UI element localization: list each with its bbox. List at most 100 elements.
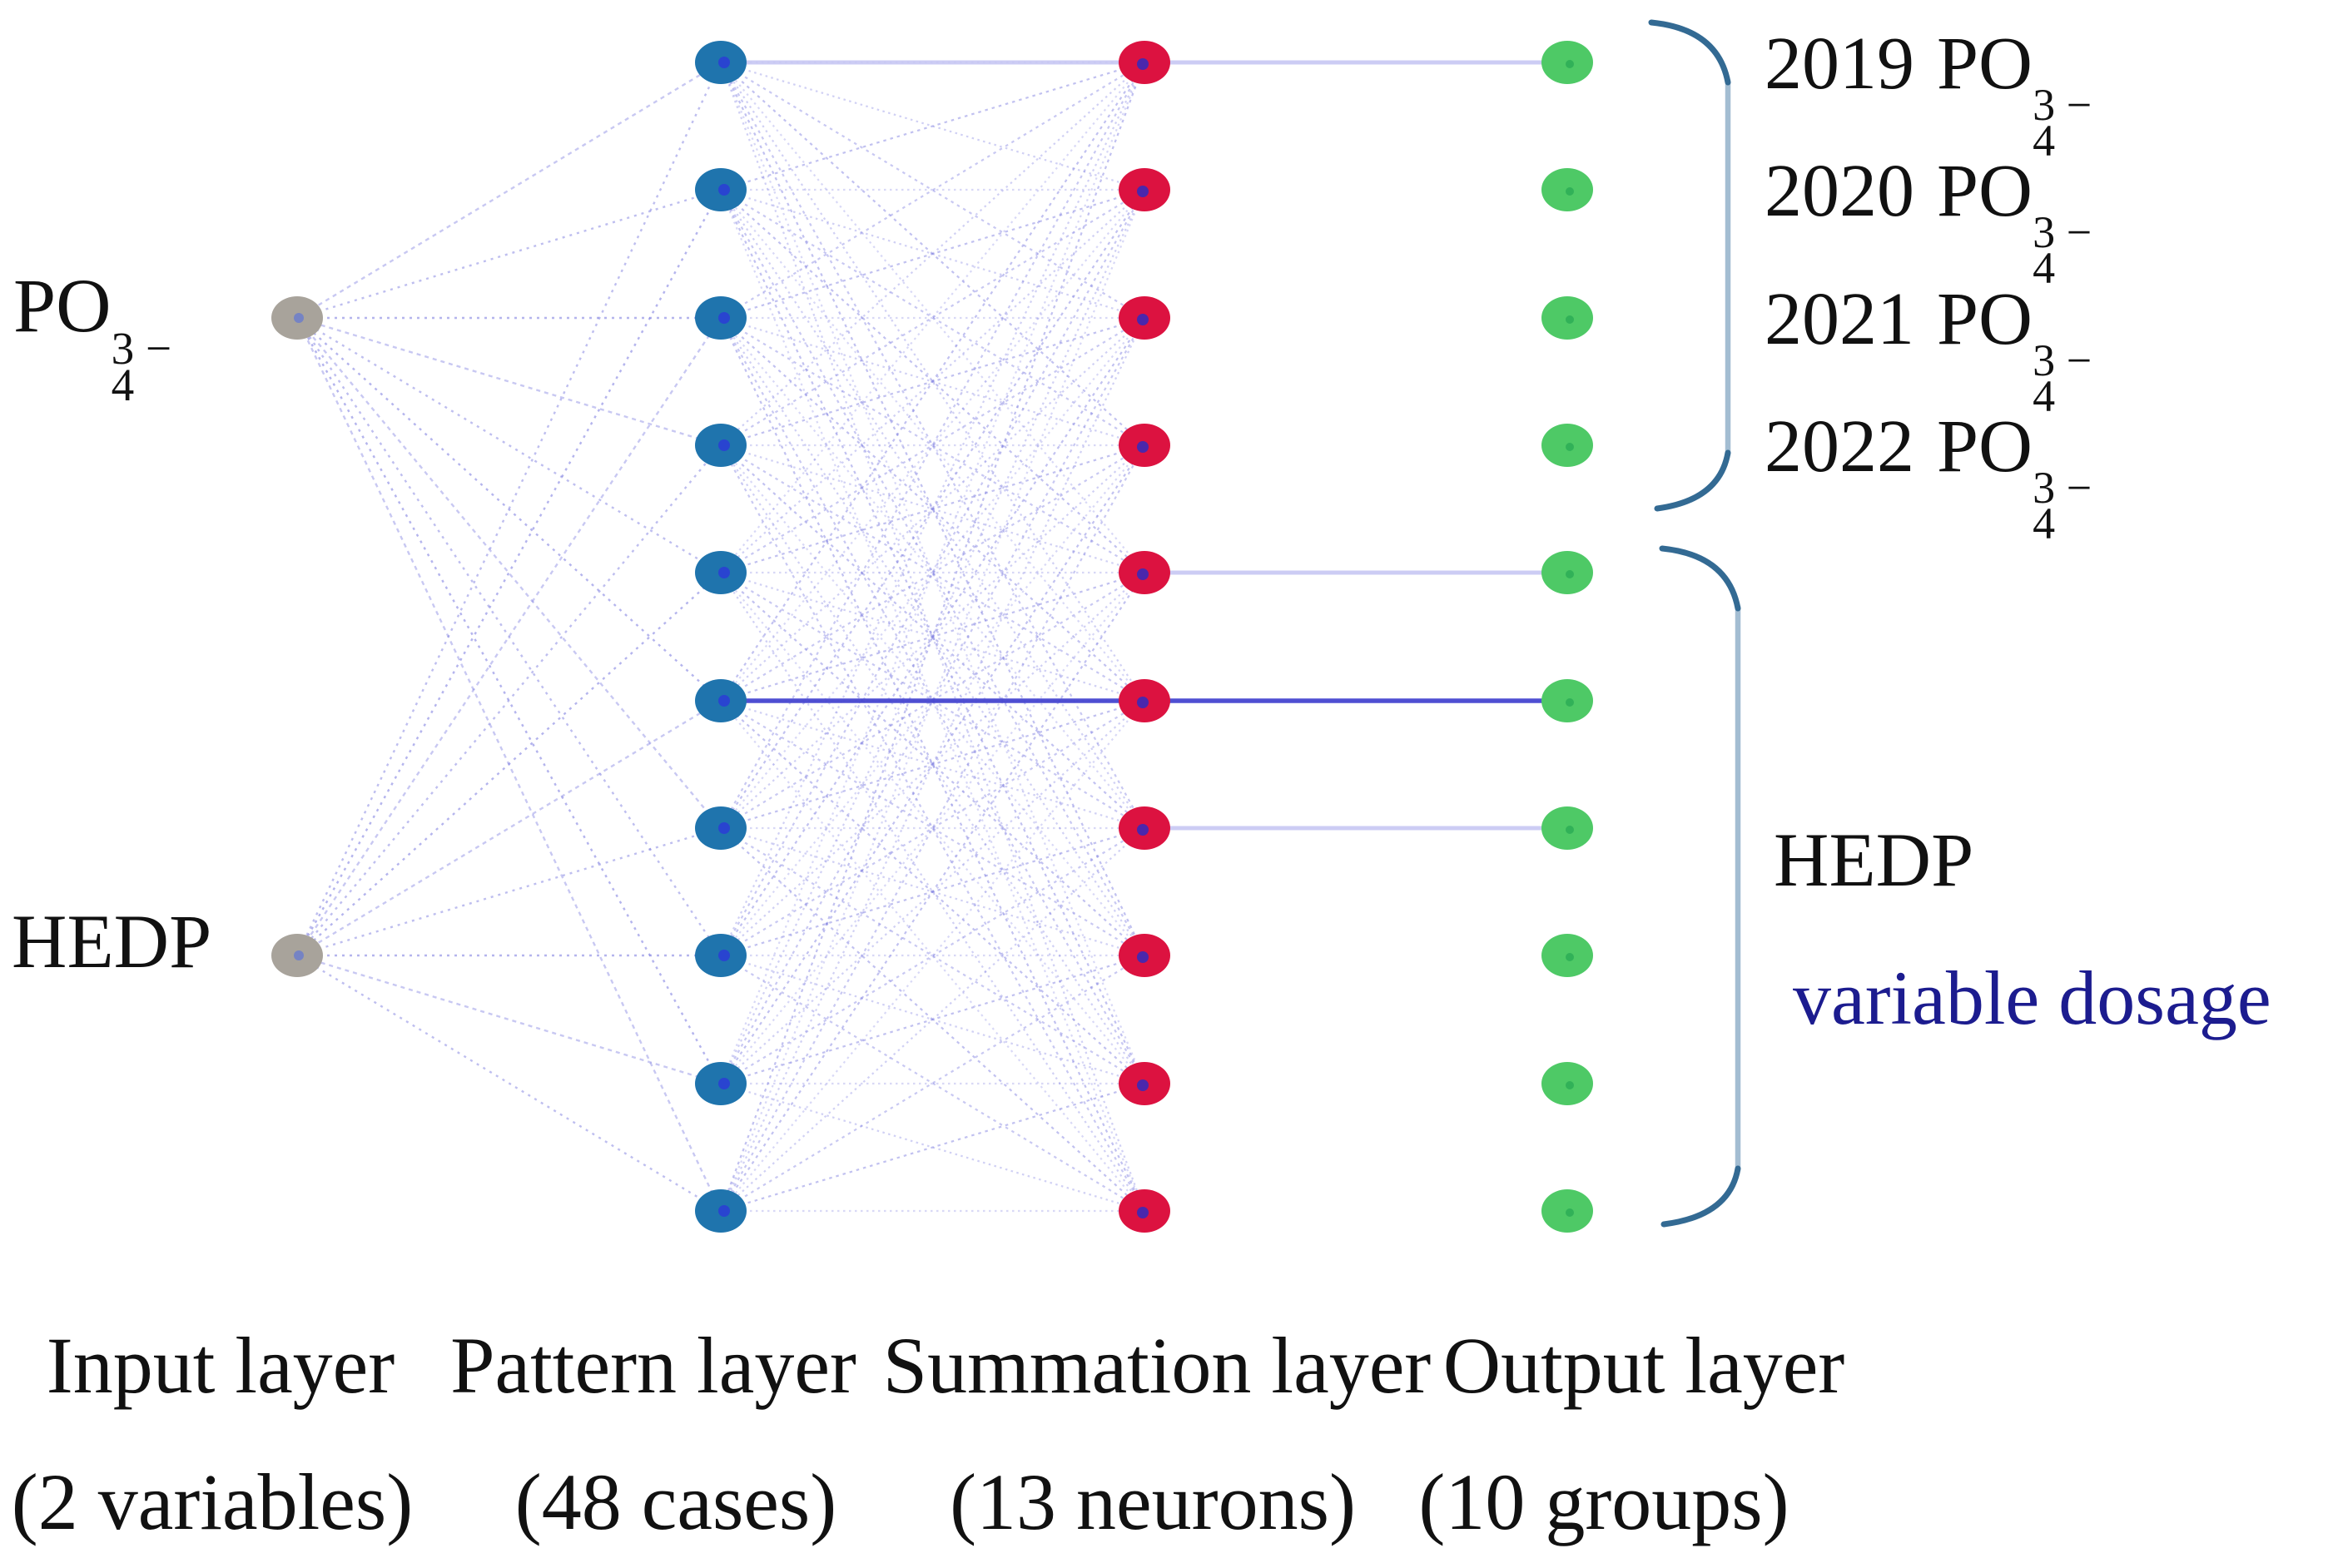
output-node-2-dot xyxy=(1566,187,1574,196)
pattern-summation-line xyxy=(720,189,1145,956)
pattern-summation-line xyxy=(720,62,1145,956)
pattern-summation-line xyxy=(720,61,1145,191)
pattern-summation-line xyxy=(720,571,1145,702)
pattern-summation-line xyxy=(720,572,1145,829)
output-node-3-dot xyxy=(1566,315,1574,324)
pattern-summation-line xyxy=(720,1082,1145,1213)
pattern-summation-line xyxy=(720,188,1145,320)
pattern-summation-line xyxy=(720,317,1145,956)
summation-node-5-dot xyxy=(1137,568,1149,580)
pattern-summation-line xyxy=(720,954,1145,1085)
pattern-node-6-dot xyxy=(718,695,730,707)
output-node-1-dot xyxy=(1566,60,1574,68)
input-pattern-line xyxy=(296,572,722,956)
pattern-summation-line xyxy=(720,62,1145,956)
year-text: 2022 xyxy=(1765,405,1914,488)
pattern-summation-line xyxy=(720,699,1145,830)
pattern-summation-line xyxy=(720,189,1145,573)
summation-node-10-dot xyxy=(1137,1207,1149,1218)
summation-node-1-dot xyxy=(1137,58,1149,70)
year-text: 2021 xyxy=(1765,278,1914,360)
caption-input-layer: Input layer xyxy=(46,1321,395,1410)
pattern-summation-line xyxy=(720,444,1145,1212)
pattern-node-4-dot xyxy=(718,439,730,451)
pattern-summation-line xyxy=(720,189,1145,956)
summation-node-3-dot xyxy=(1137,314,1149,325)
output-label-variable-dosage: variable dosage xyxy=(1793,955,2271,1040)
bracket-hedp-group-bottom-hook xyxy=(1660,1165,1741,1228)
bracket-hedp-group-top-hook xyxy=(1659,545,1741,612)
pattern-summation-line xyxy=(720,826,1145,957)
pattern-summation-line xyxy=(720,62,1145,829)
input-pattern-line xyxy=(296,61,722,320)
pattern-summation-line xyxy=(720,189,1145,1084)
pattern-summation-line xyxy=(719,62,1146,1212)
output-node-10-dot xyxy=(1566,1208,1574,1217)
pattern-node-5-dot xyxy=(718,567,730,578)
pattern-summation-line xyxy=(720,444,1145,702)
pattern-summation-line xyxy=(720,317,1145,573)
pattern-summation-line xyxy=(720,954,1145,1085)
pattern-summation-line xyxy=(720,444,1145,574)
year-text: 2020 xyxy=(1765,150,1914,232)
pattern-summation-line xyxy=(719,62,1146,1084)
pattern-summation-line xyxy=(720,189,1145,573)
pattern-summation-line xyxy=(720,316,1145,447)
caption-pattern-detail: (48 cases) xyxy=(514,1457,837,1546)
pattern-summation-line xyxy=(719,62,1146,1084)
pattern-node-8-dot xyxy=(718,950,730,961)
summation-node-2-dot xyxy=(1137,186,1149,197)
pattern-summation-line xyxy=(720,700,1145,1084)
input-pattern-line xyxy=(296,954,722,1213)
input-node-2-dot xyxy=(294,950,304,960)
pattern-summation-line xyxy=(720,827,1145,1212)
input-pattern-line xyxy=(296,954,722,1085)
caption-summation-detail: (13 neurons) xyxy=(950,1457,1356,1546)
input-pattern-line xyxy=(296,699,722,957)
pattern-summation-line xyxy=(720,572,1145,956)
bracket-po4-group-top-hook xyxy=(1648,19,1731,86)
pattern-summation-line xyxy=(720,62,1145,319)
year-text: 2019 xyxy=(1765,22,1914,105)
pattern-summation-line xyxy=(720,700,1145,956)
summation-node-9-dot xyxy=(1137,1079,1149,1091)
pattern-summation-line xyxy=(720,317,1145,1084)
pattern-summation-line xyxy=(720,317,1145,1084)
pattern-node-3-dot xyxy=(718,312,730,324)
input-label-hedp: HEDP xyxy=(12,899,212,984)
pattern-summation-line xyxy=(720,444,1145,574)
output-node-8-dot xyxy=(1566,953,1574,961)
caption-input-detail: (2 variables) xyxy=(11,1457,414,1546)
pattern-node-2-dot xyxy=(718,184,730,196)
pattern-summation-line xyxy=(720,189,1145,446)
pattern-summation-line xyxy=(720,61,1145,191)
input-pattern-line xyxy=(296,317,722,956)
input-pattern-line xyxy=(296,316,722,447)
output-node-7-dot xyxy=(1566,826,1574,834)
output-label-hedp: HEDP xyxy=(1774,817,1974,902)
pattern-summation-line xyxy=(720,317,1145,573)
pattern-node-7-dot xyxy=(718,822,730,834)
pattern-summation-line xyxy=(720,955,1145,1212)
bracket-po4-group-bottom-hook xyxy=(1654,449,1731,512)
pattern-summation-line xyxy=(720,444,1145,1212)
input-pattern-line xyxy=(296,317,722,829)
pattern-summation-line xyxy=(720,444,1145,829)
pattern-summation-line xyxy=(720,572,1145,956)
pattern-node-9-dot xyxy=(718,1078,730,1089)
pattern-summation-line xyxy=(720,827,1145,1212)
pattern-summation-line xyxy=(720,1082,1145,1213)
pattern-summation-line xyxy=(720,827,1145,1084)
input-pattern-line xyxy=(296,317,722,702)
pattern-summation-line xyxy=(720,572,1145,1212)
pattern-summation-line xyxy=(720,317,1145,702)
input-pattern-line xyxy=(296,444,722,956)
pattern-summation-line xyxy=(720,955,1145,1212)
pattern-summation-line xyxy=(720,188,1145,320)
